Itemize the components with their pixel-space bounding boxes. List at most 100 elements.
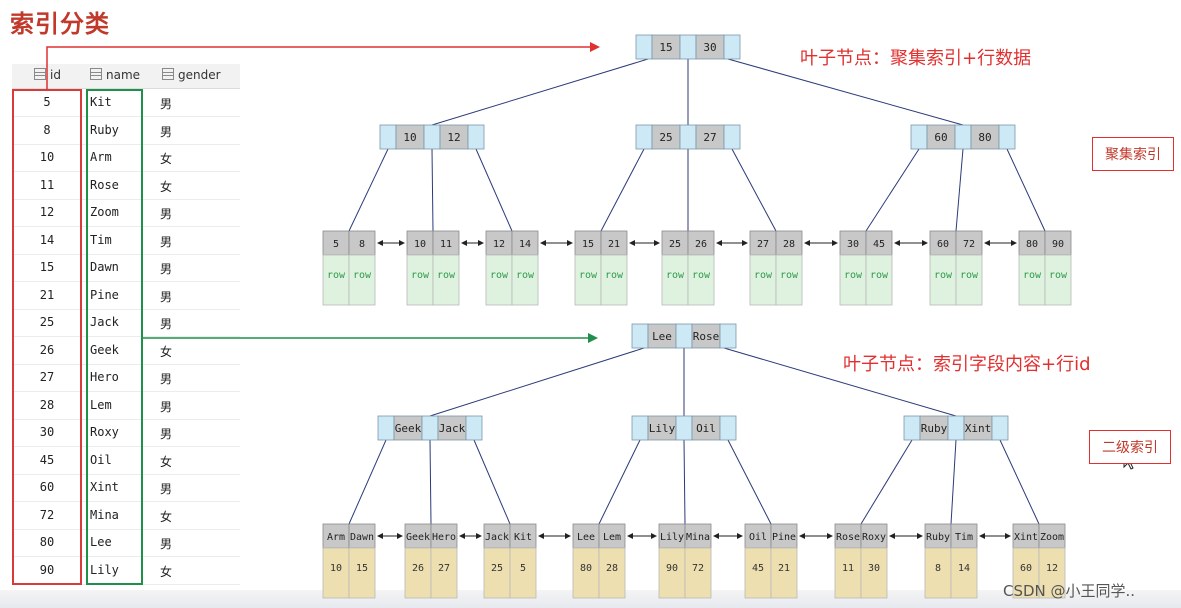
clustered-leaf-node-key: 5 bbox=[333, 239, 339, 250]
tree-edge bbox=[473, 439, 511, 525]
clustered-leaf-node-value-cell bbox=[1018, 254, 1046, 306]
secondary-leaf-node-value: 12 bbox=[1046, 563, 1058, 574]
clustered-inner-node-key: 80 bbox=[978, 131, 991, 144]
secondary-leaf-node-value: 15 bbox=[356, 563, 368, 574]
clustered-leaf-node-value-cell bbox=[348, 254, 376, 306]
secondary-inner-node-cell bbox=[437, 415, 467, 441]
clustered-leaf-node-value: row bbox=[692, 270, 711, 281]
name-column-highlight bbox=[86, 89, 143, 585]
secondary-inner-node-cell bbox=[691, 415, 721, 441]
secondary-leaf-node-key: Roxy bbox=[862, 532, 886, 543]
clustered-inner-node-cell bbox=[723, 124, 741, 150]
cell-id: 12 bbox=[39, 205, 55, 219]
secondary-leaf-node-value: 5 bbox=[520, 563, 526, 574]
secondary-leaf-node-value-cell bbox=[1038, 547, 1066, 599]
secondary-inner-node-cell bbox=[719, 415, 737, 441]
secondary-leaf-node-value: 90 bbox=[666, 563, 678, 574]
secondary-inner-node-key: Lily bbox=[649, 422, 676, 435]
secondary-leaf-node-key: Ruby bbox=[926, 532, 950, 543]
cell-gender: 男 bbox=[160, 427, 173, 441]
clustered-root-node-key: 30 bbox=[703, 41, 716, 54]
secondary-leaf-node-key: Lem bbox=[603, 532, 621, 543]
clustered-inner-node-key: 12 bbox=[447, 131, 460, 144]
clustered-leaf-node-key: 8 bbox=[359, 239, 365, 250]
clustered-leaf-node-value: row bbox=[1049, 270, 1068, 281]
secondary-leaf-node-value-cell bbox=[658, 547, 686, 599]
clustered-leaf-node-value: row bbox=[934, 270, 953, 281]
tree-edge bbox=[727, 58, 964, 126]
clustered-leaf-node-key-cell bbox=[955, 230, 983, 256]
cell-gender: 男 bbox=[160, 537, 173, 551]
cell-gender: 男 bbox=[160, 262, 173, 276]
cell-name: Lee bbox=[90, 535, 112, 549]
clustered-inner-node-cell bbox=[679, 124, 697, 150]
clustered-leaf-node-key-cell bbox=[406, 230, 434, 256]
cell-id: 45 bbox=[39, 452, 55, 467]
secondary-inner-node-cell bbox=[393, 415, 423, 441]
column-header-id[interactable]: id bbox=[34, 68, 61, 82]
cell-gender: 男 bbox=[160, 207, 173, 221]
secondary-leaf-node-value: 27 bbox=[438, 563, 450, 574]
clustered-leaf-node-key: 30 bbox=[847, 239, 859, 250]
secondary-leaf-node-value-cell bbox=[598, 547, 626, 599]
clustered-index-tag: 聚集索引 bbox=[1092, 137, 1174, 171]
tree-edge bbox=[348, 439, 387, 525]
clustered-inner-node-cell bbox=[926, 124, 956, 150]
clustered-leaf-node-key-cell bbox=[661, 230, 689, 256]
watermark: CSDN @小王同学.. bbox=[1003, 582, 1136, 600]
clustered-leaf-node-key-cell bbox=[511, 230, 539, 256]
secondary-leaf-node-value: 14 bbox=[958, 563, 970, 574]
clustered-inner-node-key: 25 bbox=[659, 131, 672, 144]
cell-name: Geek bbox=[90, 342, 119, 357]
clustered-leaf-node-key: 26 bbox=[695, 239, 707, 250]
tree-edge bbox=[723, 347, 957, 417]
cell-name: Lily bbox=[90, 562, 119, 577]
cell-name: Hero bbox=[90, 370, 119, 384]
clustered-leaf-node-key: 14 bbox=[519, 239, 531, 250]
secondary-leaf-node-value: 25 bbox=[491, 563, 503, 574]
clustered-leaf-node-key-cell bbox=[929, 230, 957, 256]
secondary-inner-node-cell bbox=[631, 415, 649, 441]
clustered-leaf-node-value-cell bbox=[511, 254, 539, 306]
secondary-leaf-node-key-cell bbox=[860, 523, 888, 549]
clustered-leaf-node-value: row bbox=[780, 270, 799, 281]
cell-name: Oil bbox=[90, 452, 112, 467]
clustered-leaf-node-value: row bbox=[411, 270, 430, 281]
cell-gender: 男 bbox=[160, 399, 173, 414]
clustered-leaf-node-value: row bbox=[754, 270, 773, 281]
cell-id: 11 bbox=[39, 177, 55, 192]
secondary-leaf-node-value: 26 bbox=[412, 563, 424, 574]
clustered-leaf-node-key: 10 bbox=[414, 239, 426, 250]
cell-name: Lem bbox=[90, 397, 112, 412]
secondary-inner-node-cell bbox=[465, 415, 483, 441]
cell-name: Jack bbox=[90, 315, 119, 329]
clustered-leaf-node-value-cell bbox=[749, 254, 777, 306]
tree-edge bbox=[727, 439, 772, 525]
secondary-inner-node-key: Geek bbox=[395, 422, 422, 435]
clustered-leaf-node-key: 15 bbox=[582, 239, 594, 250]
column-header-name[interactable]: name bbox=[90, 68, 140, 82]
tree-edge bbox=[950, 439, 957, 525]
clustered-leaf-node-value-cell bbox=[600, 254, 628, 306]
column-header-gender[interactable]: gender bbox=[162, 68, 221, 82]
cell-gender: 男 bbox=[160, 482, 173, 496]
cell-id: 5 bbox=[43, 95, 51, 109]
clustered-leaf-node-key-cell bbox=[432, 230, 460, 256]
